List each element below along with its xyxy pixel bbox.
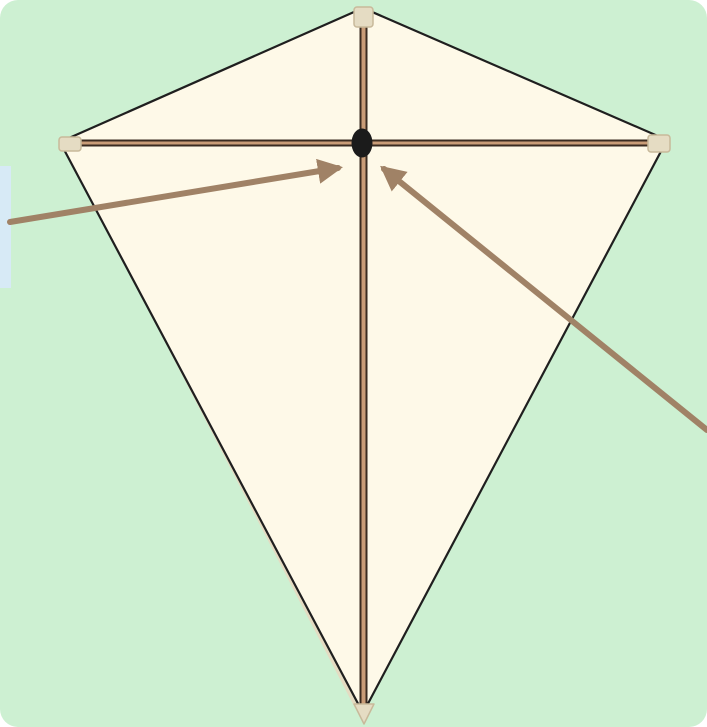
right-tip-cap bbox=[648, 135, 670, 152]
left-tip-cap bbox=[59, 137, 81, 151]
spine bbox=[360, 12, 368, 712]
top-tip-cap bbox=[354, 7, 373, 27]
side-tab bbox=[0, 166, 11, 288]
center-knot bbox=[352, 129, 373, 158]
